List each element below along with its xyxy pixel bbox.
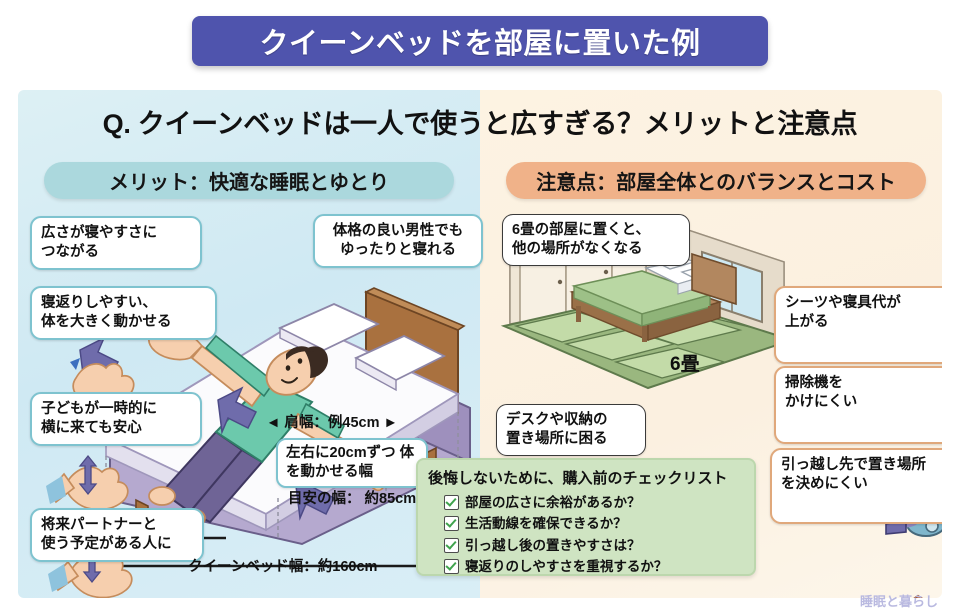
- callout-caution-room-line2: 他の場所がなくなる: [512, 241, 643, 258]
- callout-merit-5-line1: 体格の良い男性でも: [332, 223, 464, 239]
- side-move-width-line1: 左右に20cmずつ: [286, 445, 396, 461]
- content-card: Q. クイーンベッドは一人で使うと広すぎる？メリットと注意点 メリット：快適な睡…: [18, 90, 942, 598]
- checklist-item-label: 寝返りのしやすさを重視するか？: [465, 558, 668, 574]
- checklist-items: 部屋の広さに余裕があるか？ 生活動線を確保できるか？ 引っ越し後の置きやすさは？…: [428, 492, 744, 577]
- callout-merit-2-line1: 寝返りしやすい、: [41, 295, 157, 311]
- guide-width-line2: 約85cm: [364, 491, 417, 507]
- callout-merit-3-line1: 子どもが一時的に: [41, 401, 157, 417]
- callout-caution-desk-line2: 置き場所に困る: [506, 431, 608, 448]
- callout-merit-3-line2: 横に来ても安心: [41, 420, 142, 437]
- callout-caution-cost-line1: シーツや寝具代が: [785, 295, 901, 311]
- shoulder-width-label: ◄ 肩幅：例45cm ►: [266, 415, 398, 431]
- checklist-box: 後悔しないために、購入前のチェックリスト 部屋の広さに余裕があるか？ 生活動線を…: [416, 458, 756, 576]
- title-text: クイーンベッドを部屋に置いた例: [259, 28, 701, 60]
- checklist-title: 後悔しないために、購入前のチェックリスト: [428, 470, 728, 487]
- callout-merit-3: 子どもが一時的に 横に来ても安心: [30, 392, 202, 447]
- guide-width-line1: 目安の幅：: [288, 491, 361, 507]
- checklist-item-label: 生活動線を確保できるか？: [465, 516, 627, 532]
- checkbox-checked-icon[interactable]: [444, 495, 459, 511]
- callout-caution-desk: デスクや収納の 置き場所に困る: [496, 404, 646, 457]
- callout-caution-vacuum-line1: 掃除機を: [785, 375, 843, 391]
- callout-caution-room: 6畳の部屋に置くと、 他の場所がなくなる: [502, 214, 690, 267]
- caution-section-label: 注意点：部屋全体とのバランスとコスト: [536, 172, 896, 194]
- callout-caution-cost: シーツや寝具代が 上がる: [774, 286, 942, 364]
- callout-merit-5-line2: ゆったりと寝れる: [340, 242, 456, 259]
- callout-caution-moving: 引っ越し先で置き場所 を決めにくい: [770, 448, 942, 524]
- merit-section-label: メリット：快適な睡眠とゆとり: [109, 172, 389, 194]
- footer-brand: 睡眠と暮らし: [859, 594, 938, 609]
- truck-and-house-icon: [913, 594, 923, 598]
- callout-caution-moving-line1: 引っ越し先で置き場所: [781, 457, 926, 473]
- callout-merit-4-line1: 将来パートナーと: [41, 517, 157, 533]
- callout-merit-4-line2: 使う予定がある人に: [41, 536, 172, 553]
- page-title: Q. クイーンベッドは一人で使うと広すぎる？メリットと注意点: [102, 109, 858, 139]
- room-size-label: 6畳: [670, 353, 700, 375]
- bed-width-label: クイーンベッド幅：約160cm: [188, 559, 378, 575]
- side-move-width-chip: 左右に20cmずつ 体を動かせる幅: [276, 438, 428, 488]
- callout-caution-room-line1: 6畳の部屋に置くと、: [512, 222, 650, 238]
- callout-merit-2: 寝返りしやすい、 体を大きく動かせる: [30, 286, 217, 341]
- title-banner: クイーンベッドを部屋に置いた例: [192, 16, 768, 66]
- checklist-item[interactable]: 部屋の広さに余裕があるか？: [444, 492, 744, 513]
- checklist-item[interactable]: 寝返りのしやすさを重視するか？: [444, 556, 744, 577]
- callout-merit-1-line1: 広さが寝やすさに: [41, 225, 157, 241]
- callout-caution-vacuum: 掃除機を かけにくい: [774, 366, 942, 444]
- merit-section-header: メリット：快適な睡眠とゆとり: [44, 162, 454, 199]
- callout-merit-5: 体格の良い男性でも ゆったりと寝れる: [313, 214, 483, 269]
- caution-section-header: 注意点：部屋全体とのバランスとコスト: [506, 162, 926, 199]
- checkbox-checked-icon[interactable]: [444, 559, 459, 575]
- callout-caution-vacuum-line2: かけにくい: [785, 394, 858, 411]
- checkbox-checked-icon[interactable]: [444, 516, 459, 532]
- checkbox-checked-icon[interactable]: [444, 537, 459, 553]
- callout-merit-1-line2: つながる: [41, 244, 99, 261]
- callout-merit-4: 将来パートナーと 使う予定がある人に: [30, 508, 204, 563]
- checklist-item[interactable]: 引っ越し後の置きやすさは？: [444, 535, 744, 556]
- checklist-item[interactable]: 生活動線を確保できるか？: [444, 513, 744, 534]
- guide-width-label: 目安の幅： 約85cm: [288, 490, 416, 508]
- callout-merit-1: 広さが寝やすさに つながる: [30, 216, 202, 271]
- checklist-item-label: 部屋の広さに余裕があるか？: [465, 495, 641, 510]
- callout-caution-cost-line2: 上がる: [785, 314, 829, 331]
- checklist-item-label: 引っ越し後の置きやすさは？: [465, 537, 641, 553]
- callout-caution-desk-line1: デスクや収納の: [506, 412, 608, 428]
- callout-merit-2-line2: 体を大きく動かせる: [41, 314, 172, 331]
- callout-caution-moving-line2: を決めにくい: [781, 476, 868, 493]
- bed-person-illustration: [79, 287, 471, 573]
- side-move-width-line2: 体を動かせる幅: [286, 445, 415, 480]
